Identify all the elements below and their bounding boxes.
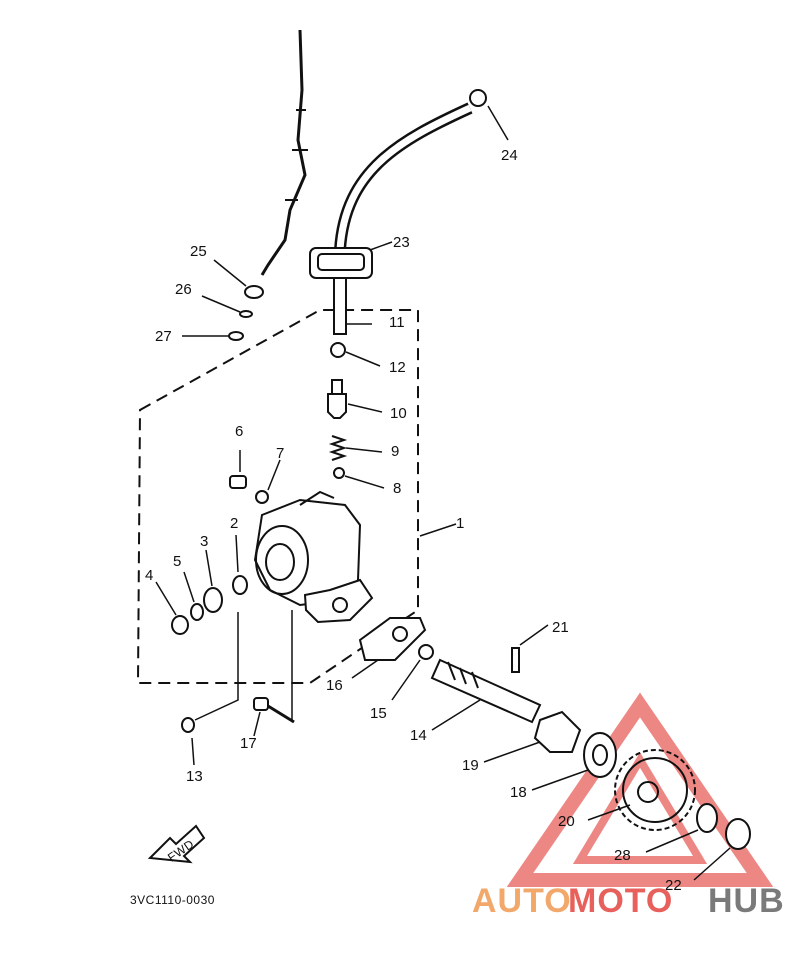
part-4-nut xyxy=(155,581,189,635)
label-9: 9 xyxy=(391,443,399,460)
part-1-oil-pump-body xyxy=(253,490,457,624)
part-9-spring xyxy=(328,435,383,461)
part-22-clip xyxy=(693,818,751,881)
label-27: 27 xyxy=(155,328,172,345)
part-21-pin xyxy=(511,624,549,673)
label-15: 15 xyxy=(370,705,387,722)
part-17-bolt xyxy=(253,610,295,737)
part-23-oil-hose xyxy=(309,102,473,279)
part-19-collar xyxy=(483,710,582,763)
part-25-washer xyxy=(213,259,264,299)
label-18: 18 xyxy=(510,784,527,801)
watermark-logo-text: AUTO MOTO HUB xyxy=(472,882,785,920)
label-3: 3 xyxy=(200,533,208,550)
label-13: 13 xyxy=(186,768,203,785)
label-14: 14 xyxy=(410,727,427,744)
label-19: 19 xyxy=(462,757,479,774)
part-26-seal xyxy=(201,295,253,318)
label-4: 4 xyxy=(145,567,153,584)
drawing-code: 3VC1110-0030 xyxy=(130,893,215,907)
part-3-disc xyxy=(203,549,223,613)
watermark-auto: AUTO xyxy=(472,882,572,920)
watermark-hub: HUB xyxy=(708,882,785,920)
watermark-moto: MOTO xyxy=(568,882,673,920)
label-5: 5 xyxy=(173,553,181,570)
label-21: 21 xyxy=(552,619,569,636)
part-28-washer xyxy=(645,803,718,853)
watermark-logo-triangle xyxy=(506,692,774,887)
part-6-screw xyxy=(229,450,247,489)
part-18-bearing xyxy=(531,732,617,791)
label-2: 2 xyxy=(230,515,238,532)
label-20: 20 xyxy=(558,813,575,830)
label-11: 11 xyxy=(389,314,405,331)
assembly-dashed-outline xyxy=(136,309,419,684)
label-25: 25 xyxy=(190,243,207,260)
part-24-cap xyxy=(469,89,509,141)
part-2-washer xyxy=(232,534,248,595)
part-27-clip xyxy=(182,331,244,341)
part-13-clip xyxy=(181,612,239,766)
label-12: 12 xyxy=(389,359,406,376)
label-23: 23 xyxy=(393,234,410,251)
label-7: 7 xyxy=(276,445,284,462)
label-26: 26 xyxy=(175,281,192,298)
label-22: 22 xyxy=(665,877,682,894)
part-14-drive-shaft xyxy=(430,658,542,731)
label-1: 1 xyxy=(456,515,464,532)
label-28: 28 xyxy=(614,847,631,864)
part-11-pipe xyxy=(333,277,372,335)
label-8: 8 xyxy=(393,480,401,497)
cable xyxy=(260,29,307,276)
label-6: 6 xyxy=(235,423,243,440)
part-7-washer xyxy=(255,459,281,504)
label-17: 17 xyxy=(240,735,257,752)
forward-arrow-icon: FWD xyxy=(147,824,206,865)
part-20-gear xyxy=(587,749,696,831)
part-16-gasket xyxy=(351,617,427,679)
part-15-o-ring xyxy=(391,644,434,701)
label-16: 16 xyxy=(326,677,343,694)
part-5-washer xyxy=(183,571,204,621)
part-8-ball xyxy=(333,467,385,489)
label-24: 24 xyxy=(501,147,518,164)
part-12-nut xyxy=(330,342,381,367)
label-10: 10 xyxy=(390,405,407,422)
part-10-valve xyxy=(327,379,383,419)
